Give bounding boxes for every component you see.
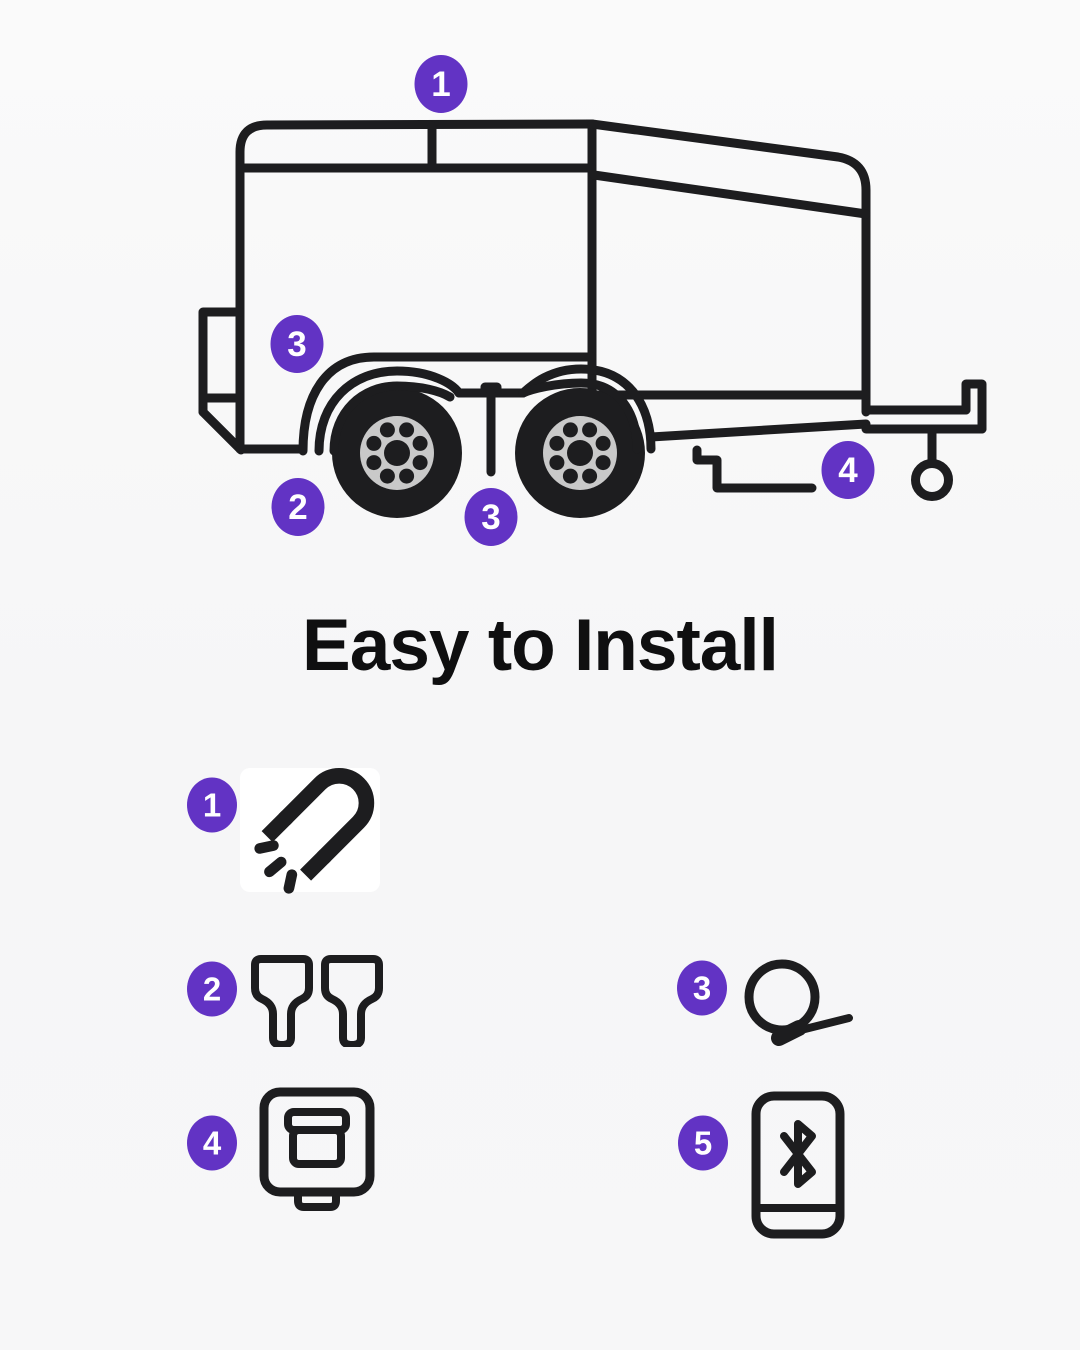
zip-tie-icon [744,959,853,1046]
rear-bumper [198,307,308,455]
placement-marker: 1 [414,55,468,113]
placement-marker: 3 [270,315,324,373]
trailer-wheel [515,388,645,518]
placement-marker: 2 [271,478,325,536]
legend-number: 1 [202,786,222,824]
placement-marker: 4 [821,441,875,499]
phone-bluetooth-icon [751,1091,845,1239]
legend-number-badge: 5 [678,1115,728,1171]
legend-number: 5 [693,1124,713,1162]
trailer-wheel [332,388,462,518]
marker-number: 4 [838,450,858,490]
marker-number: 3 [287,324,307,364]
trailer-wheels [332,388,645,518]
page-title: Easy to Install [302,605,779,686]
marker-number: 3 [481,497,501,537]
trailer-diagram [198,119,987,518]
mounting-clips-icon [251,955,383,1047]
marker-number: 2 [288,487,308,527]
legend-number: 4 [202,1124,222,1162]
marker-number: 1 [431,64,451,104]
magnet-spark-lines [254,840,298,894]
trailer-fender [298,352,656,477]
legend-number-badge: 1 [187,777,237,833]
jack-wheel [911,425,953,501]
trailer-tongue [646,379,987,493]
legend-number-badge: 3 [677,960,727,1016]
bluetooth-symbol [780,1120,816,1188]
magnet-icon [254,768,375,894]
placement-marker: 3 [464,488,518,546]
legend-number-badge: 2 [187,961,237,1017]
legend-number-badge: 4 [187,1115,237,1171]
sensor-mount-icon [259,1087,375,1211]
legend-number: 2 [202,970,222,1008]
legend-number: 3 [692,969,712,1007]
